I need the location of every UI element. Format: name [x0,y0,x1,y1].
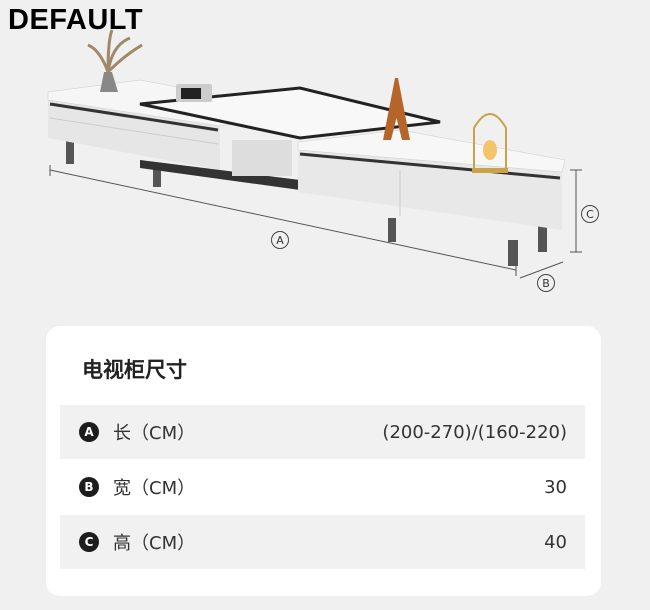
row-label: 长（CM） [113,423,196,444]
dried-flowers [87,29,143,74]
lamp [473,113,507,171]
row-value: 40 [544,531,567,553]
left-cabinet [48,100,220,170]
cabinet-leg [508,240,518,266]
marker-a-icon: A [79,422,99,442]
tv-cabinet-illustration [47,29,582,279]
cabinet-leg [388,218,396,242]
watermark: DEFAULT [8,4,144,36]
row-label: 高（CM） [113,533,196,554]
dimension-row-width: B 宽（CM） 30 [60,460,585,514]
dimensions-card: 电视柜尺寸 A 长（CM） (200-270)/(160-220) B 宽（CM… [46,326,601,596]
cabinet-leg [538,226,547,252]
dimension-marker-a: A [271,231,289,249]
dimension-row-height: C 高（CM） 40 [60,515,585,569]
row-value: (200-270)/(160-220) [382,421,567,443]
cabinet-leg [153,165,161,187]
cabinet-leg [66,140,74,164]
dimension-lines [49,165,582,279]
row-label: 宽（CM） [113,478,196,499]
marker-c-icon: C [79,532,99,552]
dimension-marker-b: B [537,274,555,292]
cabinet-top [139,86,441,140]
marker-b-icon: B [79,477,99,497]
dimension-row-length: A 长（CM） (200-270)/(160-220) [60,405,585,459]
dimension-marker-c: C [581,205,599,223]
row-value: 30 [544,476,567,498]
eiffel-tower [383,78,410,140]
vase [100,72,118,92]
card-title: 电视柜尺寸 [82,358,187,382]
